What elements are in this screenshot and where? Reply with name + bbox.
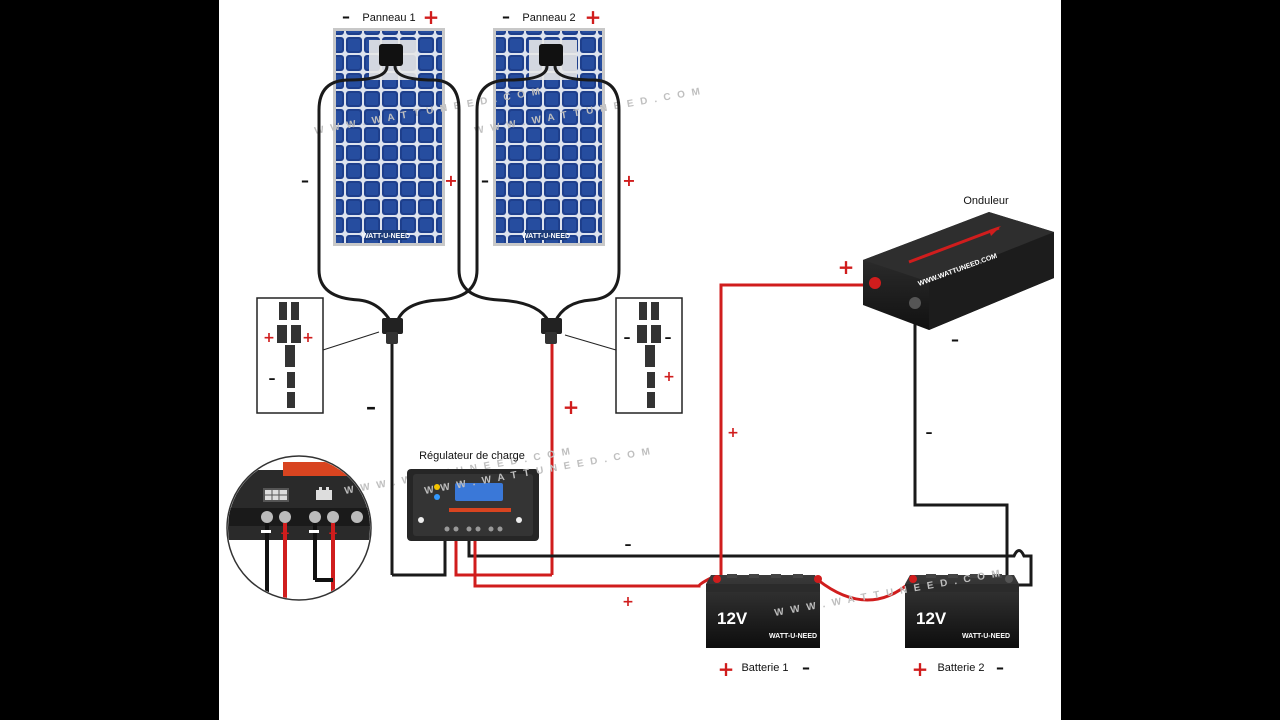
inverter: WWW.WATTUNEED.COM [863,212,1054,330]
minus-sign: – [269,371,276,387]
junction-box-icon [379,44,403,66]
system-wiring [392,283,1033,602]
battery-1-voltage: 12V [717,609,748,628]
regulator-detail-zoom: + + [226,455,372,601]
battery-1-title: Batterie 1 [741,662,788,674]
plus-sign: + [328,526,338,540]
minus-sign: – [301,171,309,190]
diagram-canvas: WATT-U-NEED WATT-U-NEED – Panneau 1 + – … [226,5,1054,681]
battery-2-positive-terminal [909,575,917,583]
battery-2-title: Batterie 2 [937,662,984,674]
y-connector-negative [382,318,403,344]
regulator-screen [455,483,503,501]
plus-sign: + [444,171,457,190]
plus-sign: + [302,330,314,346]
plus-sign: + [663,369,675,385]
wiring-diagram: WATT-U-NEED WATT-U-NEED – Panneau 1 + – … [219,0,1061,720]
minus-sign: – [624,330,631,346]
minus-sign: – [342,7,350,26]
battery-1-negative-terminal [814,575,822,583]
solar-panel-1: WATT-U-NEED [333,28,445,246]
battery-2: 12V WATT-U-NEED [905,574,1019,648]
solar-panel-icon [265,490,287,500]
panel-1-title: Panneau 1 [362,12,415,24]
minus-sign: – [366,395,376,419]
minus-sign: – [665,330,672,346]
junction-box-icon [539,44,563,66]
battery-2-negative-terminal [1005,575,1013,583]
plus-sign: + [263,330,275,346]
minus-sign: – [996,658,1004,677]
minus-sign: – [802,658,810,677]
panel-2-title: Panneau 2 [522,12,575,24]
battery-1-brand: WATT-U-NEED [769,633,817,640]
plus-sign: + [423,5,440,29]
plus-sign: + [280,526,290,540]
inverter-title: Onduleur [963,195,1009,207]
battery-2-brand: WATT-U-NEED [962,633,1010,640]
plus-sign: + [622,171,635,190]
panel-2-brand: WATT-U-NEED [522,233,570,240]
battery-icon [316,487,332,500]
plus-sign: + [585,5,602,29]
plus-sign: + [838,255,855,279]
panel-1-label: – Panneau 1 + [342,5,439,29]
minus-sign: – [625,537,632,553]
battery-1: 12V WATT-U-NEED [706,574,822,648]
battery-1-label: + Batterie 1 – [718,657,810,681]
solar-panel-2: WATT-U-NEED [493,28,605,246]
connector-detail-left: + + – [256,297,380,414]
plus-sign: + [622,594,634,610]
panel-2-label: – Panneau 2 + [502,5,601,29]
plus-sign: + [727,425,739,441]
battery-2-label: + Batterie 2 – [912,657,1004,681]
plus-sign: + [912,657,929,681]
panel-cables [317,65,621,323]
plus-sign: + [718,657,735,681]
inverter-positive-terminal [869,277,881,289]
minus-sign: – [951,330,959,349]
minus-sign: – [481,171,489,190]
battery-2-voltage: 12V [916,609,947,628]
regulator-title: Régulateur de charge [419,450,525,462]
charge-regulator [407,469,539,541]
minus-sign: – [502,7,510,26]
battery-1-positive-terminal [713,575,721,583]
connector-detail-right: – – + [564,297,683,414]
panel-1-brand: WATT-U-NEED [362,233,410,240]
y-connector-positive [541,318,562,344]
plus-sign: + [563,395,580,419]
inverter-negative-terminal [909,297,921,309]
minus-sign: – [926,425,933,441]
